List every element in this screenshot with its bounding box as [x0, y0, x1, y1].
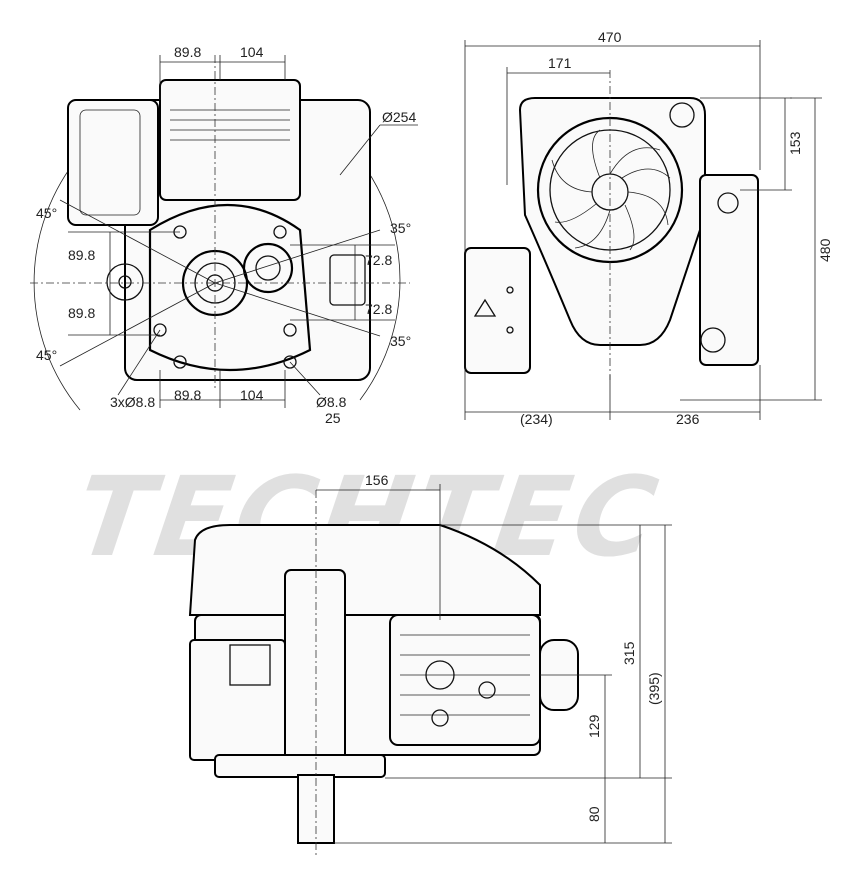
dim-left-upper: 89.8 [68, 247, 95, 263]
dipstick-cap [700, 327, 726, 353]
side-cylinder-head [389, 614, 541, 746]
dim-bottom-left: 89.8 [174, 387, 201, 403]
oil-filter [329, 254, 366, 306]
top-left-view: 89.8 104 Ø254 45° 45° 35° 35° 89.8 89.8 … [30, 44, 418, 426]
dim-overall-width: 470 [598, 29, 622, 45]
mount-hole-6 [283, 355, 297, 369]
angle-upper-right: 35° [390, 220, 411, 236]
top-right-view: 470 171 153 480 (234) 236 [464, 29, 833, 427]
dim-left-lower: 89.8 [68, 305, 95, 321]
side-cylinder [284, 569, 346, 771]
dim-top-right: 104 [240, 44, 264, 60]
dim-height-top: 153 [787, 131, 803, 155]
dim-side-315: 315 [621, 641, 637, 665]
dim-diameter-254: Ø254 [382, 109, 416, 125]
mount-hole-2 [273, 225, 287, 239]
side-shroud [188, 524, 541, 616]
pto-boss [242, 242, 294, 294]
bolt-circle-arc [33, 154, 81, 411]
dim-side-395: (395) [646, 672, 662, 705]
dim-holes-left: 3xØ8.8 [110, 394, 155, 410]
mount-hole-4 [283, 323, 297, 337]
side-base [214, 754, 386, 778]
dim-top-left: 89.8 [174, 44, 201, 60]
dim-bottom-left-234: (234) [520, 411, 553, 427]
mount-hole-5 [173, 355, 187, 369]
dim-side-top: 156 [365, 472, 389, 488]
angle-upper-left: 45° [36, 205, 57, 221]
dim-side-80: 80 [586, 806, 602, 822]
dim-right-upper: 72.8 [365, 252, 392, 268]
dim-hole-right: Ø8.8 [316, 394, 347, 410]
bolt-circle-arc-right [359, 159, 401, 401]
dim-bottom-right: 104 [240, 387, 264, 403]
angle-lower-right: 35° [390, 333, 411, 349]
dim-to-center: 171 [548, 55, 572, 71]
oil-cap [717, 192, 739, 214]
angle-lower-left: 45° [36, 347, 57, 363]
dim-hole-depth: 25 [325, 410, 341, 426]
air-filter-right [699, 174, 759, 366]
dim-side-129: 129 [586, 714, 602, 738]
dim-height-overall: 480 [817, 238, 833, 262]
starter-pulley [106, 263, 144, 301]
side-view: 156 315 (395) 129 80 [188, 472, 672, 855]
side-crankshaft [297, 774, 335, 844]
fuel-tank [67, 99, 159, 226]
dim-right-lower: 72.8 [365, 301, 392, 317]
fuel-tank-top [464, 247, 531, 374]
mount-hole-3 [153, 323, 167, 337]
mounting-flange [148, 203, 312, 372]
dim-bottom-right-236: 236 [676, 411, 700, 427]
fuel-cap [669, 102, 695, 128]
side-carburetor [189, 639, 286, 761]
blower-shroud [518, 97, 706, 346]
